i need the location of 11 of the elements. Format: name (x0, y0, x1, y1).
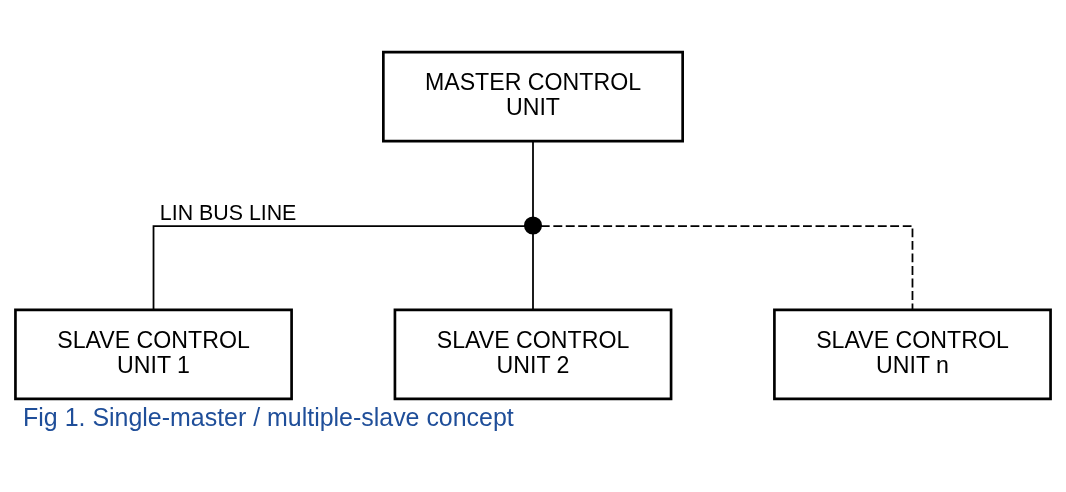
node-circle (523, 216, 543, 235)
node-box: SLAVE CONTROL UNIT 2 (393, 308, 673, 401)
caption: Fig 1. Single-master / multiple-slave concept (23, 402, 514, 431)
connector (532, 140, 534, 219)
node-box: SLAVE CONTROL UNIT 1 (14, 308, 293, 401)
edge-label: LIN BUS LINE (159, 201, 297, 226)
connector (540, 225, 914, 311)
node-box: MASTER CONTROL UNIT (382, 50, 684, 143)
connector (532, 233, 534, 311)
connector (152, 225, 526, 311)
node-box: SLAVE CONTROL UNIT n (773, 308, 1052, 401)
